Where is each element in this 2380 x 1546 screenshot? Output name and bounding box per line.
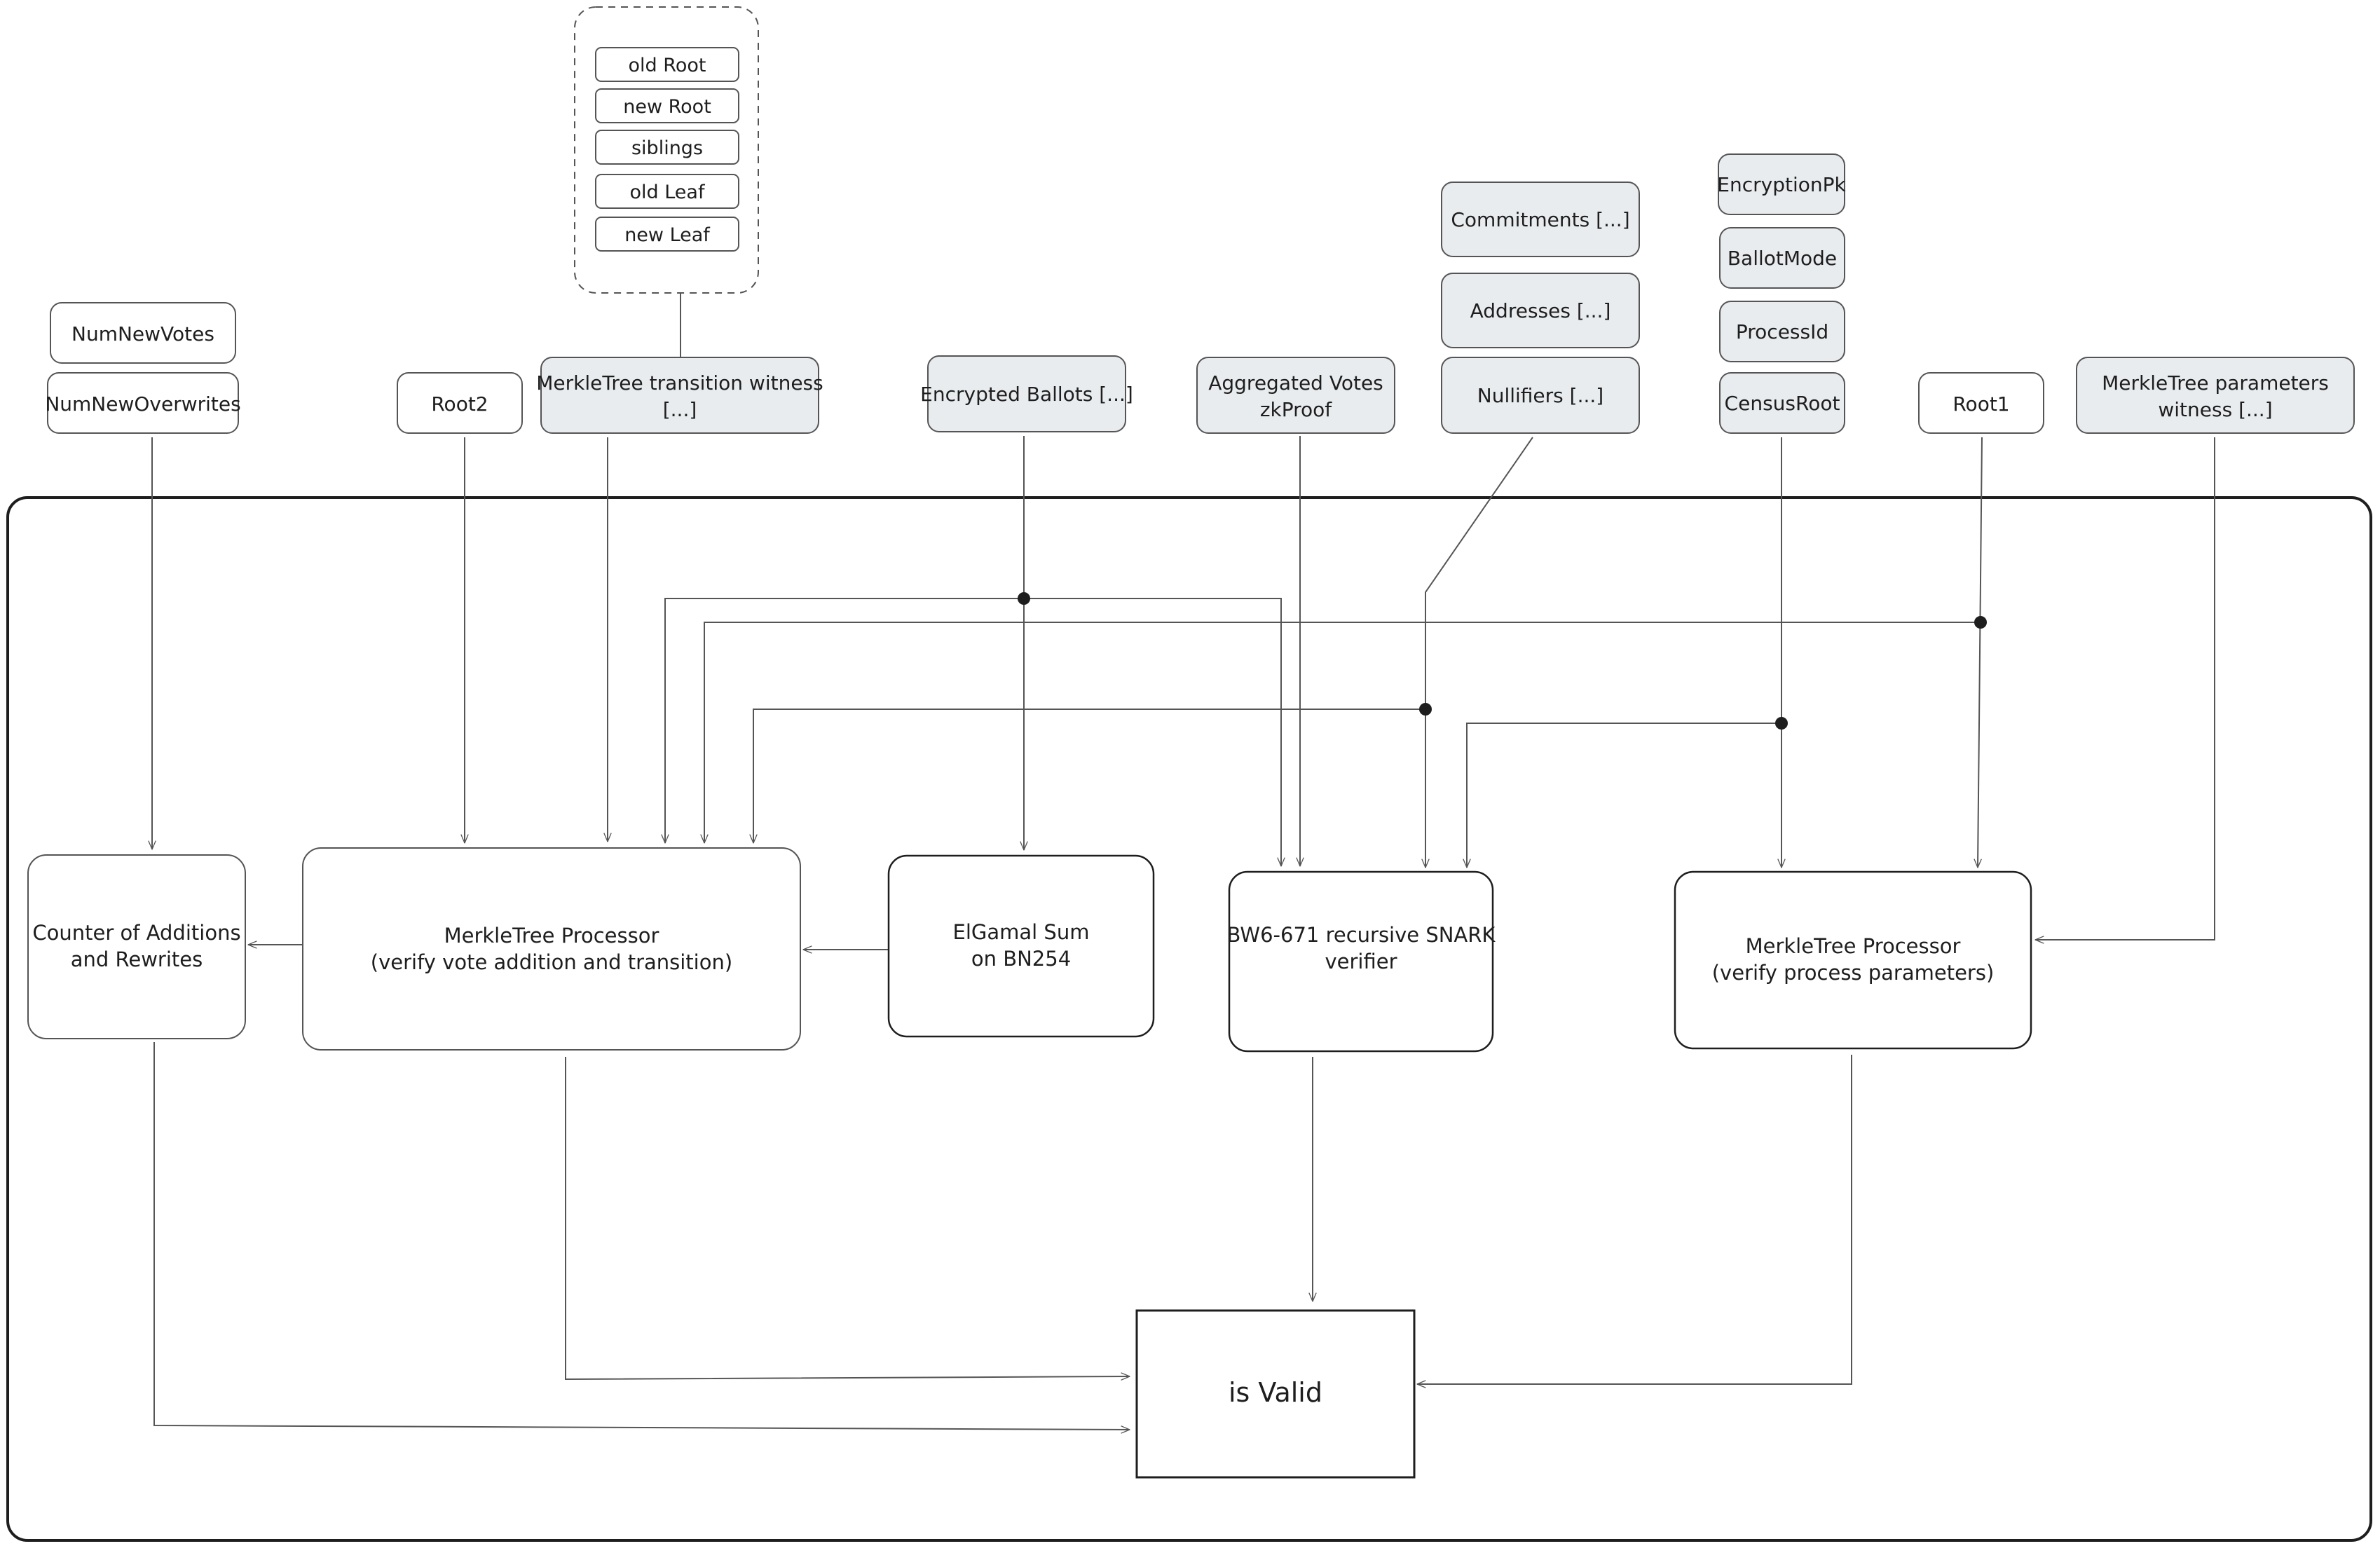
svg-text:new Leaf: new Leaf: [624, 224, 711, 246]
witness-field-old-leaf: old Leaf: [595, 174, 739, 209]
input-commitments: Commitments [...]: [1441, 182, 1640, 257]
wire-nullifiers-to-bw6: [1425, 437, 1533, 868]
wire-ballots-to-bw6: [1024, 598, 1281, 866]
svg-text:Encrypted Ballots [...]: Encrypted Ballots [...]: [920, 383, 1133, 406]
merkle-witness-group: [574, 6, 759, 294]
input-aggregated-votes-zkproof: Aggregated Votes zkProof: [1196, 357, 1395, 434]
wire-merkle-vote-to-valid: [565, 1057, 1130, 1379]
svg-text:NumNewVotes: NumNewVotes: [71, 322, 214, 346]
wire-merkle-params-to-valid: [1417, 1055, 1852, 1384]
svg-text:MerkleTree transition witness: MerkleTree transition witness: [536, 371, 823, 395]
svg-text:Commitments [...]: Commitments [...]: [1451, 208, 1629, 231]
svg-text:siblings: siblings: [631, 137, 703, 159]
bw6-verifier: BW6-671 recursive SNARK verifier: [1227, 870, 1496, 1053]
svg-text:witness [...]: witness [...]: [2158, 398, 2272, 421]
input-census-root: CensusRoot: [1719, 372, 1845, 434]
svg-text:Aggregated Votes: Aggregated Votes: [1208, 371, 1383, 395]
svg-text:BW6-671 recursive SNARK: BW6-671 recursive SNARK: [1227, 923, 1496, 947]
wire-root1-to-merkle-params: [1978, 437, 1983, 868]
elgamal-processor: ElGamal Sum on BN254: [887, 854, 1155, 1038]
svg-text:(verify process parameters): (verify process parameters): [1712, 961, 1995, 985]
input-nullifiers: Nullifiers [...]: [1441, 357, 1640, 434]
input-ballot-mode: BallotMode: [1719, 227, 1845, 289]
input-process-id: ProcessId: [1719, 301, 1845, 362]
svg-text:BallotMode: BallotMode: [1728, 247, 1837, 270]
junction-census: [1775, 717, 1788, 730]
input-addresses: Addresses [...]: [1441, 273, 1640, 348]
svg-text:verifier: verifier: [1325, 950, 1397, 973]
is-valid-output: is Valid: [1135, 1309, 1416, 1479]
junction-root1: [1974, 616, 1987, 629]
svg-text:Root1: Root1: [1952, 392, 2009, 416]
witness-field-new-leaf: new Leaf: [595, 217, 739, 252]
svg-text:old Root: old Root: [629, 55, 706, 76]
svg-text:MerkleTree Processor: MerkleTree Processor: [1746, 934, 1961, 958]
junction-ballots: [1018, 592, 1030, 605]
svg-text:Root2: Root2: [431, 392, 488, 416]
svg-text:CensusRoot: CensusRoot: [1725, 392, 1840, 415]
svg-text:(verify vote addition and tran: (verify vote addition and transition): [371, 950, 732, 974]
svg-text:new Root: new Root: [623, 96, 711, 118]
input-num-new-overwrites: NumNewOverwrites: [45, 372, 241, 434]
wire-params-witness-to-merkle-params: [2035, 437, 2215, 940]
svg-text:ProcessId: ProcessId: [1736, 320, 1828, 343]
witness-field-old-root: old Root: [595, 47, 739, 82]
wire-ballots-branch: [665, 598, 1024, 843]
counter-processor: Counter of Additions and Rewrites: [27, 854, 246, 1039]
wire-counter-to-valid: [153, 1042, 1130, 1430]
svg-text:MerkleTree Processor: MerkleTree Processor: [444, 924, 659, 948]
input-encrypted-ballots: Encrypted Ballots [...]: [920, 355, 1133, 432]
svg-text:old Leaf: old Leaf: [630, 182, 706, 203]
svg-text:ElGamal Sum: ElGamal Sum: [953, 920, 1090, 944]
wire-census-branch: [1467, 723, 1781, 868]
input-merkle-transition-witness: MerkleTree transition witness [...]: [536, 357, 823, 434]
svg-text:Counter of Additions: Counter of Additions: [32, 921, 240, 945]
svg-text:zkProof: zkProof: [1260, 398, 1332, 421]
wire-root1-branch: [704, 622, 1981, 843]
svg-text:MerkleTree parameters: MerkleTree parameters: [2102, 371, 2329, 395]
witness-field-new-root: new Root: [595, 88, 739, 123]
svg-text:[...]: [...]: [663, 398, 697, 421]
svg-text:Addresses [...]: Addresses [...]: [1470, 299, 1611, 322]
wire-nullifiers-branch: [753, 709, 1425, 843]
junction-nullifiers: [1419, 703, 1432, 716]
svg-text:is Valid: is Valid: [1229, 1377, 1322, 1408]
merkle-params-processor: MerkleTree Processor (verify process par…: [1674, 870, 2032, 1050]
input-root1: Root1: [1918, 372, 2044, 434]
svg-text:Nullifiers [...]: Nullifiers [...]: [1477, 384, 1603, 407]
svg-text:and Rewrites: and Rewrites: [71, 948, 203, 971]
svg-text:EncryptionPk: EncryptionPk: [1717, 173, 1846, 196]
input-num-new-votes: NumNewVotes: [50, 302, 236, 364]
svg-text:on BN254: on BN254: [971, 947, 1071, 971]
svg-text:NumNewOverwrites: NumNewOverwrites: [45, 392, 240, 416]
witness-field-siblings: siblings: [595, 130, 739, 165]
circuit-boundary: [6, 496, 2372, 1542]
input-root2: Root2: [397, 372, 523, 434]
input-encryption-pk: EncryptionPk: [1717, 153, 1846, 215]
input-merkle-parameters-witness: MerkleTree parameters witness [...]: [2076, 357, 2355, 434]
merkle-vote-processor: MerkleTree Processor (verify vote additi…: [302, 847, 801, 1051]
